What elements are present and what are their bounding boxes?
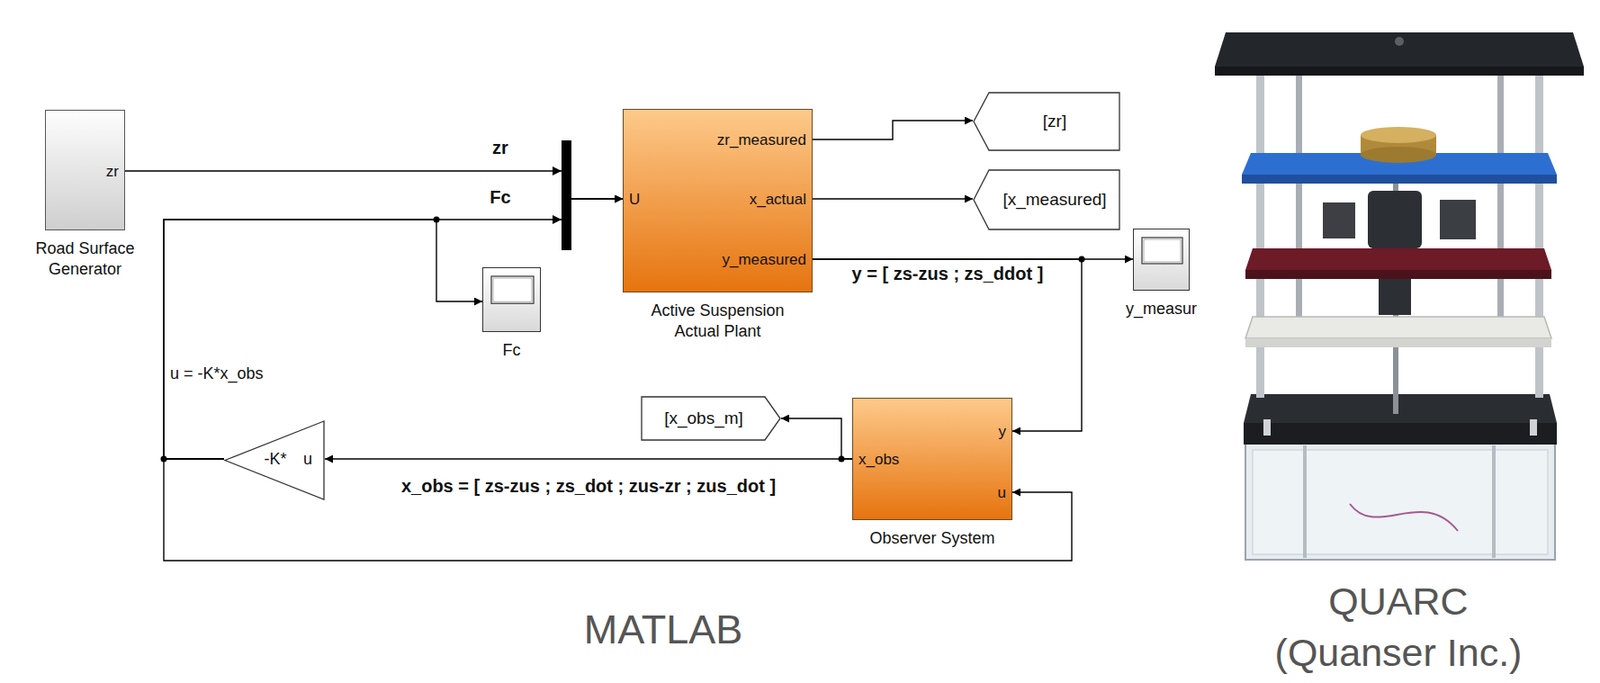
arrow-head [552, 166, 562, 176]
signal-label: y = [ zs-zus ; zs_ddot ] [850, 262, 1046, 285]
scope-screen [491, 276, 534, 304]
apparatus-photo [1191, 15, 1600, 564]
block-label: [x_measured] [1002, 189, 1106, 211]
port-label: x_actual [749, 190, 807, 209]
scope-screen [493, 278, 532, 302]
scope-block: y_measur [1132, 228, 1190, 291]
port-label: x_obs [858, 450, 899, 469]
signal-label: zr [490, 136, 511, 159]
scope-screen [1143, 239, 1181, 262]
port-label: zr_measured [717, 131, 807, 150]
junction-dot [1078, 256, 1086, 263]
signal-line [812, 120, 973, 140]
port-label: U [629, 190, 640, 209]
scope-block: Fc [482, 267, 541, 333]
port-label: y [998, 422, 1007, 441]
junction-dot [161, 456, 168, 463]
footer-caption: QUARC [1328, 578, 1468, 626]
junction-dot [838, 456, 845, 463]
block-caption: y_measur [1125, 298, 1197, 320]
goto-tag: [x_measured] [972, 169, 1121, 231]
block-outline [973, 170, 1120, 230]
subsystem-block: yux_obsObserver System [852, 397, 1013, 521]
block-label: [zr] [1042, 111, 1067, 133]
port-label: u [997, 484, 1007, 503]
signal-note: u = -K*x_obs [170, 364, 264, 385]
block-label: [x_obs_m] [664, 408, 744, 430]
goto-tag: [zr] [972, 91, 1121, 152]
footer-caption: MATLAB [584, 605, 744, 655]
block-label: u [303, 449, 313, 470]
arrow-head [552, 215, 562, 225]
block-outline [641, 396, 781, 441]
block-outline [483, 268, 542, 333]
gain-block: -K* u [224, 420, 325, 501]
block-outline [224, 421, 324, 500]
signal-line [324, 458, 853, 459]
block-caption: Active Suspension Actual Plant [632, 300, 804, 343]
signal-line [125, 170, 623, 199]
footer-caption: (Quanser Inc.) [1275, 629, 1523, 677]
signal-line [163, 198, 623, 459]
signal-label: x_obs = [ zs-zus ; zs_dot ; zus-zr ; zus… [399, 475, 778, 497]
signal-line [812, 197, 973, 199]
scope-screen [1141, 237, 1183, 264]
junction-dot [433, 216, 441, 224]
mux-bar [561, 140, 572, 251]
goto-tag: [x_obs_m] [640, 395, 782, 441]
block-outline [973, 92, 1120, 151]
subsystem-block: Uzr_measuredx_actualy_measuredActive Sus… [622, 108, 813, 293]
block-outline [1133, 229, 1191, 292]
block-caption: Observer System [869, 528, 995, 549]
source-block: zrRoad Surface Generator [44, 109, 126, 231]
block-caption: Road Surface Generator [17, 238, 153, 281]
signal-label: Fc [487, 186, 513, 208]
port-label: y_measured [721, 251, 807, 270]
signal-line [781, 418, 853, 459]
block-label: -K* [263, 449, 287, 470]
block-caption: Fc [503, 340, 522, 361]
port-label: zr [106, 162, 119, 181]
